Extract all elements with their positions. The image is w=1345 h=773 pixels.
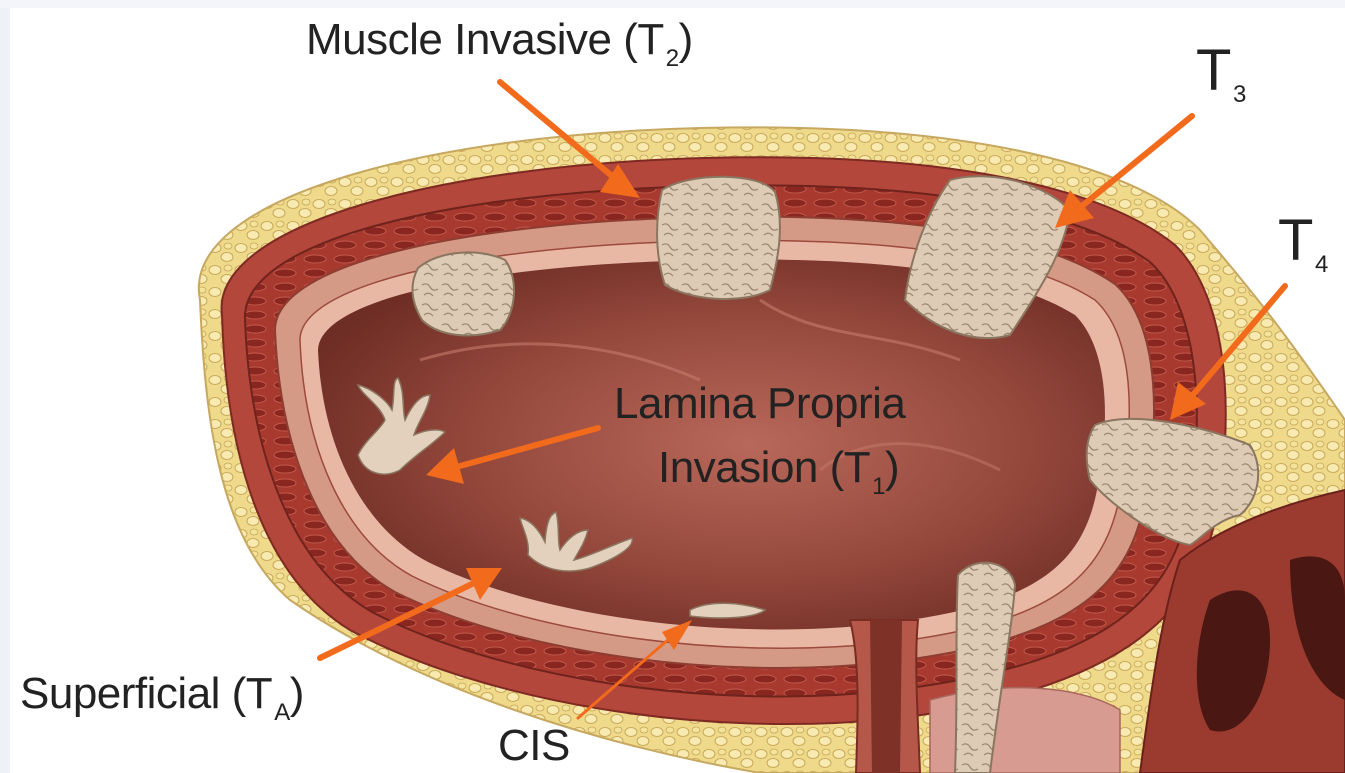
label-lamina-close: ) [885, 443, 899, 492]
label-muscle-invasive-sub: 2 [666, 45, 679, 72]
label-lamina-line1: Lamina Propria [614, 382, 905, 426]
label-superficial-close: ) [290, 669, 304, 718]
label-t4: T4 [1278, 212, 1328, 277]
tumor-t2 [657, 177, 780, 299]
label-muscle-invasive-close: ) [679, 15, 693, 64]
label-lamina-sub: 1 [872, 473, 885, 500]
label-t3: T3 [1196, 42, 1246, 107]
label-muscle-invasive: Muscle Invasive (T2) [306, 18, 693, 71]
label-t3-text: T [1196, 38, 1231, 103]
label-muscle-invasive-text: Muscle Invasive (T [306, 15, 664, 64]
label-t4-text: T [1278, 208, 1313, 273]
label-superficial-text: Superficial (T [20, 669, 272, 718]
label-lamina-line2: Invasion (T1) [658, 446, 899, 499]
label-cis: CIS [498, 724, 570, 768]
tumor-upper-left [412, 252, 514, 335]
label-superficial-sub: A [274, 699, 290, 726]
label-t4-sub: 4 [1315, 251, 1328, 278]
label-superficial: Superficial (TA) [20, 672, 304, 725]
label-lamina-text: Invasion (T [658, 443, 870, 492]
label-t3-sub: 3 [1233, 81, 1246, 108]
